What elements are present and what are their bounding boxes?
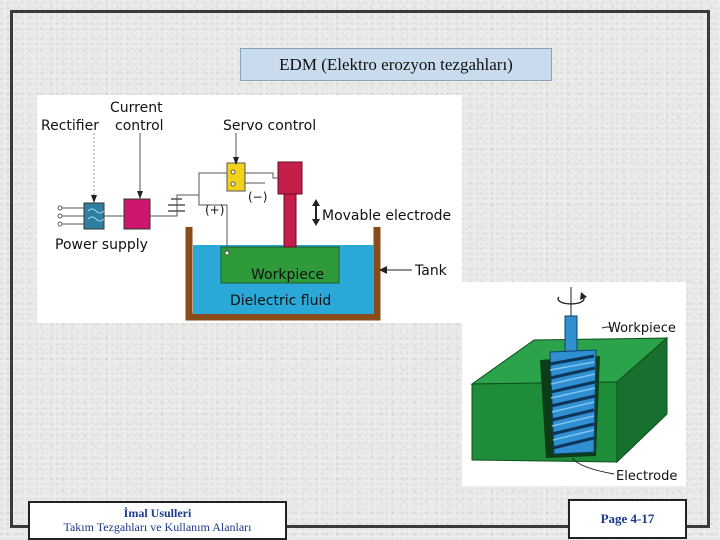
edm-3d-illustration: Workpiece Electrode — [462, 282, 686, 486]
label-current-1: Current — [110, 100, 163, 116]
footer-course-box: İmal Usulleri Takım Tezgahları ve Kullan… — [28, 501, 287, 540]
electrode-head — [277, 161, 303, 195]
slide-frame — [10, 10, 710, 528]
page-number: Page 4-17 — [600, 511, 655, 526]
rectifier-box — [83, 202, 105, 230]
label-workpiece: Workpiece — [251, 267, 324, 283]
label-plus: (+) — [205, 203, 224, 217]
label-current-2: control — [115, 118, 164, 134]
footer-course-title: İmal Usulleri — [123, 506, 192, 520]
tank-wall — [185, 227, 381, 321]
label-dielectric-fluid: Dielectric fluid — [230, 293, 331, 309]
label-power-supply: Power supply — [55, 237, 148, 253]
label-movable-electrode: Movable electrode — [322, 208, 451, 224]
slide-title: EDM (Elektro erozyon tezgahları) — [240, 48, 552, 81]
electrode-shaft — [564, 315, 578, 357]
current-control-box — [123, 198, 151, 230]
label-tank: Tank — [414, 263, 448, 279]
movable-electrode — [283, 193, 297, 248]
label-minus: (−) — [248, 190, 267, 204]
footer-course-subtitle: Takım Tezgahları ve Kullanım Alanları — [63, 520, 252, 534]
label-rectifier: Rectifier — [41, 118, 99, 134]
workpiece-right-face — [616, 336, 668, 464]
label-3d-workpiece: Workpiece — [608, 321, 676, 336]
edm-schematic: Rectifier Current control Servo control … — [37, 95, 462, 323]
slide-title-text: EDM (Elektro erozyon tezgahları) — [279, 54, 513, 74]
workpiece-block — [220, 246, 340, 284]
servo-control-box — [226, 162, 246, 192]
footer-page-box: Page 4-17 — [568, 499, 687, 539]
edm-3d-svg: Workpiece Electrode — [470, 287, 677, 484]
label-3d-electrode: Electrode — [616, 469, 677, 484]
label-servo-control: Servo control — [223, 118, 316, 134]
edm-schematic-svg: Rectifier Current control Servo control … — [41, 100, 451, 321]
